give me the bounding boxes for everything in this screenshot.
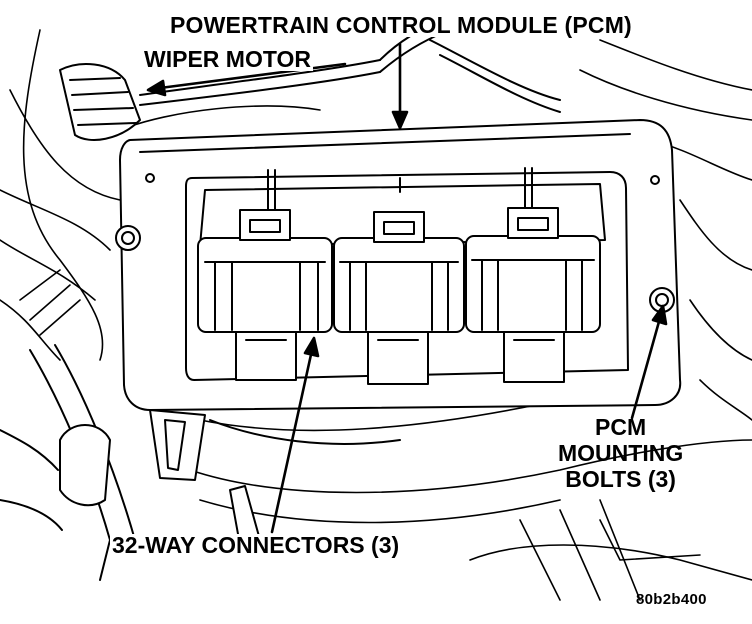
connector-leader-line bbox=[270, 348, 314, 534]
lower-hoses bbox=[0, 344, 401, 581]
leader-arrows bbox=[146, 42, 668, 534]
connector-arrowhead bbox=[303, 336, 320, 358]
wiper-leader-line bbox=[158, 62, 347, 90]
bolt-leader-line bbox=[630, 316, 662, 420]
mounting-bolts-line-2: MOUNTING bbox=[558, 439, 684, 466]
connector-3 bbox=[465, 207, 601, 383]
connector-1 bbox=[197, 209, 333, 381]
connector-2 bbox=[333, 211, 465, 385]
wiper-arrowhead bbox=[146, 79, 167, 97]
mounting-bolt-left bbox=[115, 225, 141, 251]
wiper-motor bbox=[59, 19, 561, 141]
mounting-bolts-callout-label: PCM MOUNTING BOLTS (3) bbox=[556, 414, 685, 492]
bolt-arrowhead bbox=[651, 304, 668, 326]
mounting-bolts-line-1: PCM bbox=[595, 414, 647, 440]
pcm-arrowhead bbox=[391, 110, 409, 130]
connectors-callout-label: 32-WAY CONNECTORS (3) bbox=[110, 532, 402, 558]
wiper-motor-callout-label: WIPER MOTOR bbox=[142, 46, 313, 72]
figure-reference-id: 80b2b400 bbox=[636, 591, 707, 608]
mounting-bolts-line-3: BOLTS (3) bbox=[565, 465, 676, 492]
pcm-callout-label: POWERTRAIN CONTROL MODULE (PCM) bbox=[168, 12, 634, 38]
